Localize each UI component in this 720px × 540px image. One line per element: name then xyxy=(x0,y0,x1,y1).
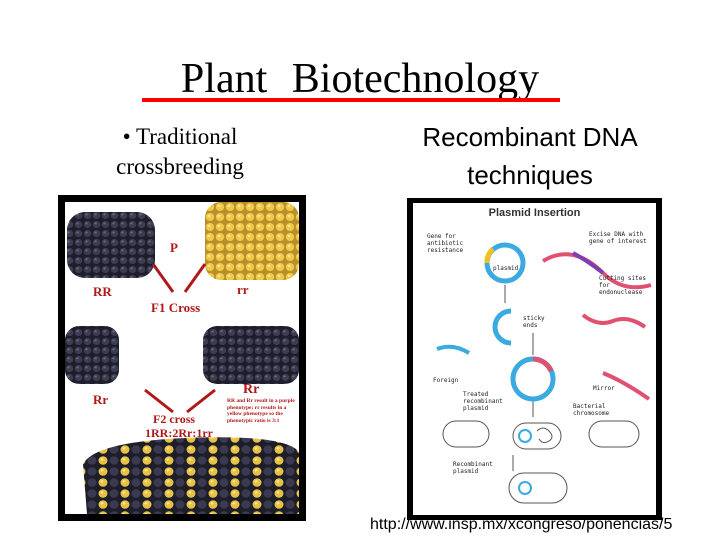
label-mirror: Mirror xyxy=(593,385,615,392)
source-url: http://www.insp.mx/xcongreso/ponencias/5 xyxy=(370,516,673,533)
foreign-strand-left xyxy=(436,344,471,355)
label-f1-cross: F1 Cross xyxy=(151,300,201,315)
bacterium-cell-right xyxy=(588,420,640,448)
plasmid-illustration xyxy=(436,242,652,504)
plasmid-figure-title: Plasmid Insertion xyxy=(488,207,581,219)
slide-title: Plant Biotechnology xyxy=(180,56,540,102)
label-p: P xyxy=(170,240,178,255)
label-plasmid: plasmid xyxy=(493,265,519,272)
gene-of-interest xyxy=(572,251,605,275)
bacterial-chromosome xyxy=(536,427,553,444)
plasmid-figure-canvas: Plasmid Insertion xyxy=(413,203,656,515)
label-rr-recessive: rr xyxy=(237,282,249,297)
purple-corn-cob-rr xyxy=(67,212,155,278)
corn-crossbreeding-figure: P RR rr F1 Cross Rr Rr F2 cross 1RR:2Rr:… xyxy=(58,195,306,521)
label-rr-dominant: RR xyxy=(93,284,112,299)
label-foreign: Foreign xyxy=(433,377,459,384)
label-treated-recombinant: Treated recombinant plasmid xyxy=(463,391,503,412)
purple-corn-cob-rr-f1-left xyxy=(65,326,119,384)
foreign-strand-right xyxy=(602,371,651,401)
label-phenotype-note: RR and Rr result in a purple phenotype; … xyxy=(227,398,295,424)
corn-illustration xyxy=(65,202,299,514)
label-recombinant-plasmid: Recombinant plasmid xyxy=(453,461,493,475)
right-heading-recombinant: Recombinant DNA techniques xyxy=(422,122,638,190)
bacterial-plasmid-center xyxy=(518,429,532,443)
label-excise-dna: Excise DNA with gene of interest xyxy=(589,231,647,245)
left-bullet-traditional: • Traditional crossbreeding xyxy=(116,124,244,179)
title-underline xyxy=(142,98,560,102)
cut-plasmid xyxy=(492,308,512,346)
yellow-corn-cob-rr xyxy=(205,202,299,280)
cross-arrows xyxy=(144,263,216,414)
inserted-gene-segment xyxy=(532,356,554,373)
label-ratio: 1RR:2Rr:1rr xyxy=(145,426,213,440)
bacterial-plasmid-bottom xyxy=(518,481,532,495)
resistance-gene-segment xyxy=(484,247,495,264)
label-bacterial-chromosome: Bacterial chromosome xyxy=(573,403,610,417)
purple-corn-cob-rr-f1-right xyxy=(203,326,299,384)
corn-figure-canvas: P RR rr F1 Cross Rr Rr F2 cross 1RR:2Rr:… xyxy=(65,202,299,514)
label-sticky-ends: sticky ends xyxy=(523,315,545,329)
label-gene-for-resistance: Gene for antibiotic resistance xyxy=(427,233,464,254)
label-f2-cross: F2 cross xyxy=(153,412,196,426)
label-cutting-sites: Cutting sites for endonuclease xyxy=(599,275,646,296)
bacterium-cell-center xyxy=(512,422,562,450)
process-arrows xyxy=(504,285,534,471)
label-rr-hetero-right: Rr xyxy=(243,382,260,397)
bacterium-cell-left xyxy=(442,420,490,448)
excised-gene-fragment xyxy=(581,313,647,329)
bacterium-cell-bottom xyxy=(508,472,568,504)
plasmid-insertion-figure: Plasmid Insertion xyxy=(407,198,662,520)
mixed-corn-cob-f2 xyxy=(83,437,299,514)
label-rr-hetero-left: Rr xyxy=(93,392,109,407)
